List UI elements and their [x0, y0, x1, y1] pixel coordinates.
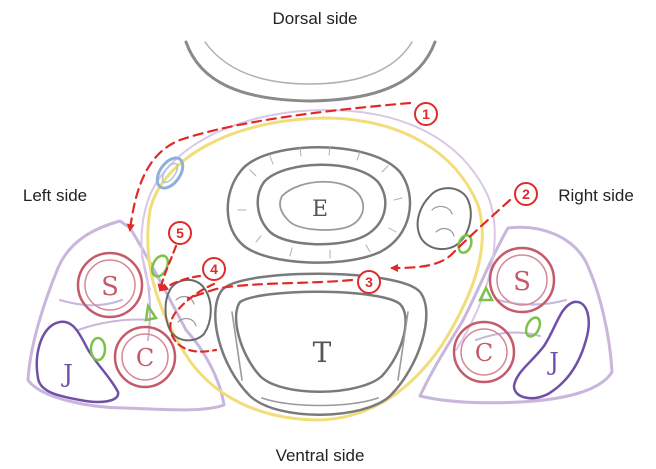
step-marker-2: 2: [515, 183, 537, 205]
right-c-letter: C: [475, 339, 493, 367]
vertebra-body: [186, 42, 435, 101]
left-c-vessel: C: [115, 327, 175, 387]
esophagus: E: [228, 147, 410, 263]
right-s-vessel: S: [490, 248, 554, 312]
vertebra-inner-line: [205, 42, 412, 84]
step-number-4: 4: [210, 261, 218, 277]
step-marker-4: 4: [203, 258, 225, 280]
step-number-1: 1: [422, 106, 430, 122]
dorsal-side-label: Dorsal side: [272, 9, 357, 28]
left-nerve-3: [91, 338, 105, 360]
left-s-letter: S: [101, 272, 119, 302]
left-j-letter: J: [60, 360, 73, 388]
right-c-vessel: C: [454, 322, 514, 382]
right-nerve-2: [480, 288, 492, 300]
step-marker-5: 5: [169, 222, 191, 244]
left-s-vessel: S: [78, 253, 142, 317]
trachea-letter: T: [313, 336, 332, 369]
step-marker-3: 3: [358, 271, 380, 293]
step-number-3: 3: [365, 274, 373, 290]
left-nerve-2: [146, 306, 156, 320]
right-j-vein: J: [514, 302, 589, 398]
esophagus-letter: E: [312, 197, 328, 222]
right-j-letter: J: [546, 348, 559, 376]
right-side-label: Right side: [558, 186, 634, 205]
right-lymph-node-inner: [432, 207, 454, 236]
step-number-5: 5: [176, 225, 184, 241]
step-number-2: 2: [522, 186, 530, 202]
left-lymph-node-inner: [176, 297, 196, 326]
left-side-label: Left side: [23, 186, 87, 205]
right-muscle-group: [420, 227, 612, 403]
ventral-side-label: Ventral side: [276, 446, 365, 465]
path-4-arrow: [162, 276, 200, 290]
right-s-letter: S: [513, 267, 531, 297]
right-lymph-node: [418, 188, 471, 249]
step-marker-1: 1: [415, 103, 437, 125]
outer-fascia-purple: [326, 110, 495, 350]
left-c-letter: C: [136, 344, 154, 372]
left-j-vein: J: [37, 322, 118, 402]
